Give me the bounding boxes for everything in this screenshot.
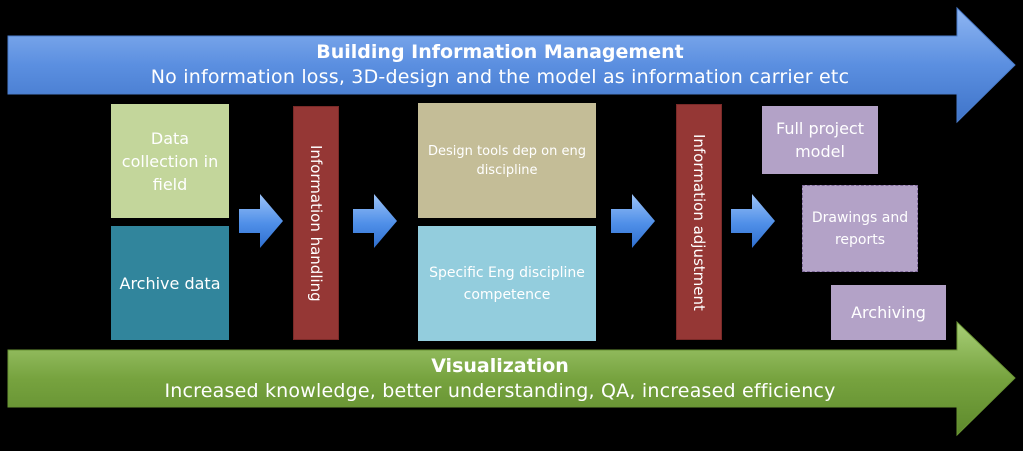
competence-label: Specific Eng discipline competence: [429, 264, 585, 303]
top-banner-subtitle: No information loss, 3D-design and the m…: [150, 66, 850, 88]
drawings-reports-box: Drawings and reports: [802, 185, 918, 272]
bottom-banner-subtitle: Increased knowledge, better understandin…: [164, 380, 836, 402]
full-project-model-label: Full project model: [776, 119, 864, 161]
archive-data-label: Archive data: [119, 273, 221, 293]
right-arrow-icon: [731, 194, 775, 248]
design-tools-label: Design tools dep on eng discipline: [428, 143, 586, 178]
full-project-model-box: Full project model: [762, 106, 878, 174]
top-banner-title: Building Information Management: [316, 41, 684, 63]
archiving-box: Archiving: [831, 285, 946, 340]
top-banner: Building Information Management No infor…: [0, 40, 1000, 90]
information-handling-bar: Information handling: [293, 106, 339, 340]
archiving-label: Archiving: [851, 303, 926, 322]
right-arrow-icon: [611, 194, 655, 248]
drawings-reports-label: Drawings and reports: [811, 209, 909, 248]
information-adjustment-label: Information adjustment: [690, 133, 708, 311]
right-arrow-icon: [239, 194, 283, 248]
information-adjustment-bar: Information adjustment: [676, 104, 722, 340]
information-handling-label: Information handling: [307, 144, 325, 302]
bottom-banner-title: Visualization: [431, 355, 569, 377]
archive-data-box: Archive data: [111, 226, 229, 340]
field-data-box: Data collection in field: [111, 104, 229, 218]
design-tools-box: Design tools dep on eng discipline: [418, 103, 596, 218]
competence-box: Specific Eng discipline competence: [418, 226, 596, 341]
right-arrow-icon: [353, 194, 397, 248]
field-data-label: Data collection in field: [121, 128, 219, 194]
bottom-banner: Visualization Increased knowledge, bette…: [0, 354, 1000, 404]
